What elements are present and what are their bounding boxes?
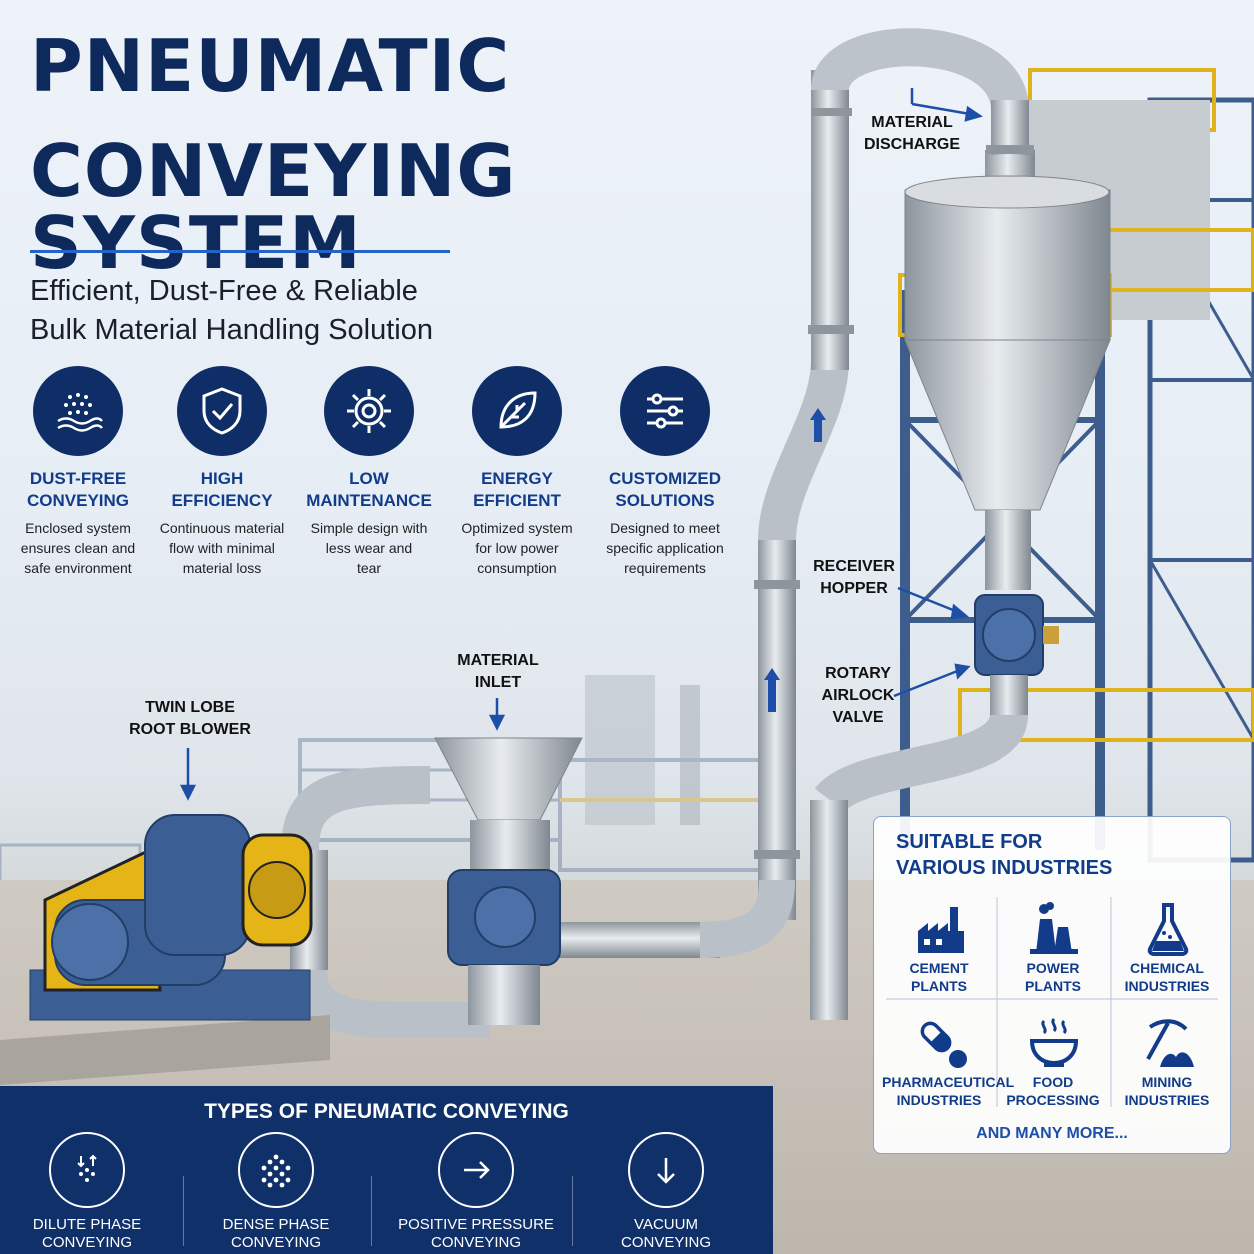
types-divider bbox=[183, 1176, 184, 1246]
callout-rotary-airlock-valve: ROTARY AIRLOCK VALVE bbox=[821, 665, 895, 726]
rotary-airlock-valve bbox=[974, 594, 1059, 676]
industry-power: POWER PLANTS bbox=[996, 895, 1110, 995]
types-divider bbox=[572, 1176, 573, 1246]
capsule-pill-icon bbox=[920, 1021, 967, 1068]
industries-more: AND MANY MORE... bbox=[976, 1125, 1128, 1142]
material-inlet-hopper bbox=[434, 737, 583, 1025]
type-positive-pressure: POSITIVE PRESSURE CONVEYING bbox=[381, 1132, 571, 1252]
feature-title: HIGH EFFICIENCY bbox=[171, 469, 273, 510]
industries-title: SUITABLE FOR VARIOUS INDUSTRIES bbox=[896, 831, 1113, 879]
industry-chemical: CHEMICAL INDUSTRIES bbox=[1110, 895, 1224, 995]
title-line-1: PNEUMATIC bbox=[30, 24, 511, 108]
feature-low-maintenance: LOW MAINTENANCE Simple design with less … bbox=[294, 366, 444, 578]
industries-panel: SUITABLE FOR VARIOUS INDUSTRIES CEMENT P… bbox=[873, 816, 1231, 1154]
factory-icon bbox=[918, 907, 964, 953]
callout-arrows bbox=[179, 88, 983, 801]
feature-title: ENERGY EFFICIENT bbox=[473, 469, 561, 510]
title-divider bbox=[30, 250, 450, 253]
background-factory bbox=[0, 675, 762, 917]
twin-lobe-blower bbox=[0, 814, 330, 1085]
type-label: DILUTE PHASE CONVEYING bbox=[32, 1216, 142, 1251]
feature-desc: Continuous material flow with minimal ma… bbox=[159, 520, 285, 576]
feature-energy-efficient: ENERGY EFFICIENT Optimized system for lo… bbox=[442, 366, 592, 578]
type-dilute-phase: DILUTE PHASE CONVEYING bbox=[0, 1132, 182, 1252]
types-title: TYPES OF PNEUMATIC CONVEYING bbox=[204, 1100, 569, 1123]
callout-twin-lobe-root-blower: TWIN LOBE ROOT BLOWER bbox=[129, 699, 251, 738]
industry-mining: MINING INDUSTRIES bbox=[1110, 1009, 1224, 1109]
pickaxe-icon bbox=[1146, 1019, 1194, 1067]
industry-pharmaceutical: PHARMACEUTICAL INDUSTRIES bbox=[882, 1009, 1015, 1109]
feature-desc: Designed to meet specific application re… bbox=[606, 520, 724, 576]
industries-grid-lines bbox=[886, 897, 1218, 1107]
industry-label: CEMENT PLANTS bbox=[909, 960, 969, 994]
feature-title: CUSTOMIZED SOLUTIONS bbox=[608, 469, 722, 510]
callout-material-inlet: MATERIAL INLET bbox=[457, 652, 539, 691]
feature-dust-free: DUST-FREE CONVEYING Enclosed system ensu… bbox=[3, 366, 153, 578]
feature-high-efficiency: HIGH EFFICIENCY Continuous material flow… bbox=[147, 366, 297, 578]
feature-desc: Optimized system for low power consumpti… bbox=[461, 520, 573, 576]
type-label: VACUUM CONVEYING bbox=[620, 1216, 711, 1251]
feature-desc: Enclosed system ensures clean and safe e… bbox=[20, 520, 136, 576]
industry-label: POWER PLANTS bbox=[1025, 960, 1081, 994]
arrow-down-icon bbox=[628, 1132, 704, 1208]
dilute-phase-icon bbox=[49, 1132, 125, 1208]
receiver-hopper bbox=[904, 150, 1111, 590]
callout-receiver-hopper: RECEIVER HOPPER bbox=[813, 558, 895, 597]
industry-food: FOOD PROCESSING bbox=[996, 1009, 1110, 1109]
feature-title: DUST-FREE CONVEYING bbox=[26, 469, 130, 510]
arrow-right-icon bbox=[438, 1132, 514, 1208]
industry-cement: CEMENT PLANTS bbox=[882, 895, 996, 995]
feature-desc: Simple design with less wear and tear bbox=[310, 520, 428, 576]
types-divider bbox=[371, 1176, 372, 1246]
shield-check-icon bbox=[177, 366, 267, 456]
industry-label: PHARMACEUTICAL INDUSTRIES bbox=[882, 1074, 1015, 1108]
dense-phase-icon bbox=[238, 1132, 314, 1208]
leaf-icon bbox=[472, 366, 562, 456]
industry-label: FOOD PROCESSING bbox=[1006, 1074, 1100, 1108]
industry-label: MINING INDUSTRIES bbox=[1124, 1074, 1210, 1108]
industry-label: CHEMICAL INDUSTRIES bbox=[1124, 960, 1210, 994]
dust-particles-icon bbox=[33, 366, 123, 456]
type-vacuum: VACUUM CONVEYING bbox=[571, 1132, 761, 1252]
flow-arrows bbox=[764, 408, 826, 712]
type-label: DENSE PHASE CONVEYING bbox=[222, 1216, 330, 1251]
feature-title: LOW MAINTENANCE bbox=[306, 469, 432, 510]
food-bowl-icon bbox=[1029, 1017, 1079, 1067]
types-panel: TYPES OF PNEUMATIC CONVEYING DILUTE PHAS… bbox=[0, 1086, 773, 1254]
type-label: POSITIVE PRESSURE CONVEYING bbox=[398, 1216, 554, 1251]
type-dense-phase: DENSE PHASE CONVEYING bbox=[181, 1132, 371, 1252]
callout-material-discharge: MATERIAL DISCHARGE bbox=[863, 114, 960, 153]
sliders-icon bbox=[620, 366, 710, 456]
gear-wrench-icon bbox=[324, 366, 414, 456]
power-plant-icon bbox=[1030, 902, 1078, 954]
flask-icon bbox=[1147, 903, 1189, 956]
title-line-2: CONVEYING SYSTEM bbox=[30, 129, 517, 285]
feature-customized-solutions: CUSTOMIZED SOLUTIONS Designed to meet sp… bbox=[590, 366, 740, 578]
subtitle: Efficient, Dust-Free & Reliable Bulk Mat… bbox=[30, 275, 433, 346]
